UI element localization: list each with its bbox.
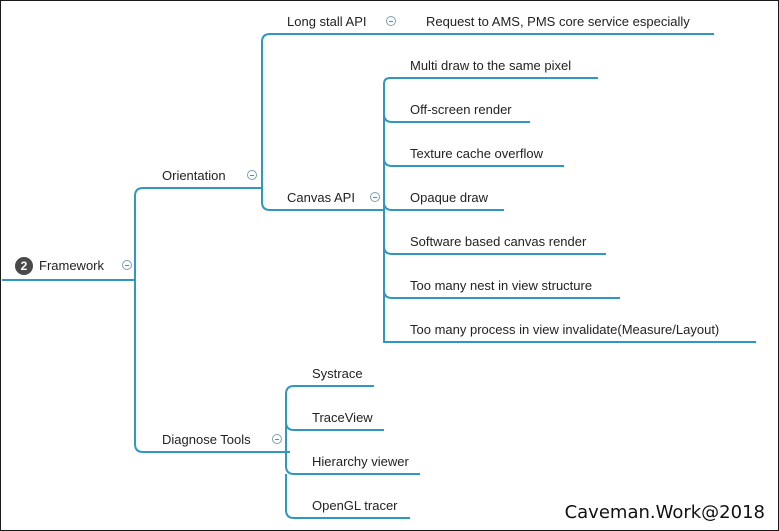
connector-to-long-stall xyxy=(261,33,384,188)
connector-canvas-api-trunk xyxy=(383,77,598,210)
node-canvas-api[interactable]: Canvas API xyxy=(287,190,355,205)
connector-canvas-leaf-3 xyxy=(383,157,564,167)
leaf-multi-draw[interactable]: Multi draw to the same pixel xyxy=(410,58,572,73)
connector-canvas-leaf-2 xyxy=(383,113,530,123)
collapse-icon[interactable] xyxy=(122,260,132,270)
connector-canvas-leaf-7 xyxy=(383,289,620,299)
collapse-icon[interactable] xyxy=(272,434,282,444)
connector-diagnose-leaf-2 xyxy=(285,421,384,431)
leaf-texture-cache-overflow[interactable]: Texture cache overflow xyxy=(410,146,543,161)
node-diagnose-tools[interactable]: Diagnose Tools xyxy=(162,432,251,447)
root-node-framework[interactable]: Framework xyxy=(39,258,105,273)
connector-diagnose-leaf-4 xyxy=(285,474,410,519)
leaf-systrace[interactable]: Systrace xyxy=(312,366,363,381)
leaf-software-canvas-render[interactable]: Software based canvas render xyxy=(410,234,587,249)
connector-to-canvas-api xyxy=(261,188,384,211)
connector-canvas-leaf-4 xyxy=(383,201,504,211)
root-number-badge: 2 xyxy=(15,257,33,275)
leaf-opengl-tracer[interactable]: OpenGL tracer xyxy=(312,498,398,513)
connector-canvas-leaf-6 xyxy=(383,245,606,255)
node-orientation[interactable]: Orientation xyxy=(162,168,226,183)
leaf-traceview[interactable]: TraceView xyxy=(312,410,373,425)
leaf-off-screen-render[interactable]: Off-screen render xyxy=(410,102,512,117)
leaf-hierarchy-viewer[interactable]: Hierarchy viewer xyxy=(312,454,409,469)
connector-diagnose-trunk xyxy=(285,385,374,452)
leaf-too-many-nest[interactable]: Too many nest in view structure xyxy=(410,278,593,293)
collapse-icon[interactable] xyxy=(386,16,396,26)
leaf-too-many-process[interactable]: Too many process in view invalidate(Meas… xyxy=(410,322,720,337)
connector-to-orientation xyxy=(134,187,262,280)
connector-canvas-leaf-5 xyxy=(383,210,756,344)
connector-diagnose-leaf-3 xyxy=(285,452,420,475)
collapse-icon[interactable] xyxy=(370,192,380,202)
collapse-icon[interactable] xyxy=(247,170,257,180)
leaf-opaque-draw[interactable]: Opaque draw xyxy=(410,190,489,205)
connector-to-diagnose-tools xyxy=(134,280,290,453)
node-long-stall-api[interactable]: Long stall API xyxy=(287,14,367,29)
leaf-request-to-ams[interactable]: Request to AMS, PMS core service especia… xyxy=(426,14,690,29)
watermark: Caveman.Work@2018 xyxy=(564,502,765,523)
